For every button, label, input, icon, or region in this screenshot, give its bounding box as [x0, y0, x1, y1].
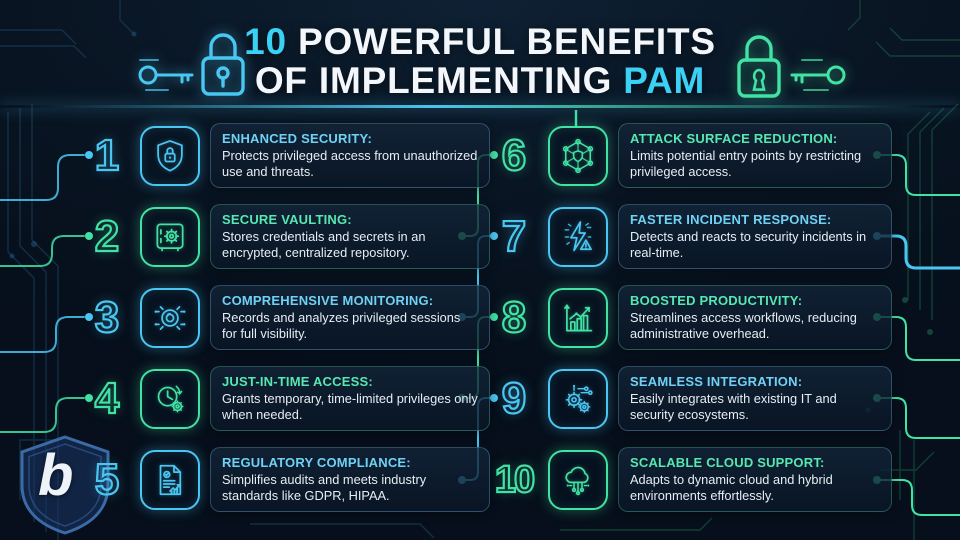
- benefit-title: REGULATORY COMPLIANCE:: [222, 454, 411, 470]
- benefit-description: Records and analyzes privileged sessions…: [222, 309, 461, 341]
- benefit-description: Detects and reacts to security incidents…: [630, 228, 867, 260]
- cloud-circuit-icon: [565, 466, 590, 495]
- benefit-description: Simplifies audits and meets industry sta…: [222, 471, 427, 503]
- monitoring-lens-icon: [154, 305, 186, 330]
- benefit-number: 8: [501, 292, 528, 342]
- benefit-card: ATTACK SURFACE REDUCTION: Limits potenti…: [618, 122, 892, 189]
- benefit-item-9: 9 SEAMLESS INTEGRATION: Easily integrate…: [486, 358, 892, 439]
- vault-icon: [156, 222, 184, 251]
- growth-chart-icon: [564, 303, 593, 332]
- benefit-number: 2: [94, 211, 121, 261]
- benefit-description: Protects privileged access from unauthor…: [222, 147, 478, 179]
- key-icon: [138, 59, 194, 91]
- benefit-description: Easily integrates with existing IT and s…: [630, 390, 837, 422]
- incident-bolt-icon: [564, 220, 592, 251]
- benefit-item-10: 10 SCALABLE CLOUD SUPPORT: Adapts to dyn…: [486, 439, 892, 520]
- gears-integration-icon: [565, 384, 593, 413]
- benefit-icon-frame: [548, 449, 608, 510]
- benefit-icon-frame: [548, 206, 608, 267]
- benefit-item-3: 3 COMPREHENSIVE MONITORING: Records and …: [80, 277, 490, 358]
- benefit-item-6: 6 ATTACK SURFACE REDUCTION: Limits poten…: [486, 115, 892, 196]
- benefit-icon-frame: [140, 206, 200, 267]
- title-accent-count: 10: [244, 21, 287, 62]
- benefit-card: JUST-IN-TIME ACCESS: Grants temporary, t…: [210, 365, 490, 432]
- benefit-number: 10: [494, 458, 536, 501]
- benefits-column-right: 6 ATTACK SURFACE REDUCTION: Limits poten…: [486, 115, 892, 520]
- benefit-title: ATTACK SURFACE REDUCTION:: [630, 130, 838, 146]
- benefit-card: COMPREHENSIVE MONITORING: Records and an…: [210, 284, 490, 351]
- title-line-1: 10 POWERFUL BENEFITS: [244, 21, 716, 62]
- benefit-title: ENHANCED SECURITY:: [222, 130, 372, 146]
- benefit-item-5: 5 REGULATORY COMPLIANCE: Simplifies audi…: [80, 439, 490, 520]
- benefit-title: COMPREHENSIVE MONITORING:: [222, 292, 434, 308]
- benefit-item-4: 4 JUST-IN-TIME ACCESS: Grants temporary,…: [80, 358, 490, 439]
- clock-gear-icon: [157, 385, 184, 413]
- benefit-number: 3: [94, 292, 121, 342]
- benefit-card: ENHANCED SECURITY: Protects privileged a…: [210, 122, 490, 189]
- benefit-card: SEAMLESS INTEGRATION: Easily integrates …: [618, 365, 892, 432]
- padlock-icon: [737, 35, 781, 98]
- benefit-title: SCALABLE CLOUD SUPPORT:: [630, 454, 825, 470]
- benefit-card: BOOSTED PRODUCTIVITY: Streamlines access…: [618, 284, 892, 351]
- benefit-title: FASTER INCIDENT RESPONSE:: [630, 211, 832, 227]
- benefit-number: 6: [501, 130, 528, 180]
- benefit-title: BOOSTED PRODUCTIVITY:: [630, 292, 803, 308]
- benefit-icon-frame: [140, 449, 200, 510]
- benefit-number: 1: [94, 130, 121, 180]
- benefit-icon-frame: [140, 368, 200, 429]
- benefit-number: 9: [501, 373, 528, 423]
- benefit-card: SCALABLE CLOUD SUPPORT: Adapts to dynami…: [618, 446, 892, 513]
- benefit-card: REGULATORY COMPLIANCE: Simplifies audits…: [210, 446, 490, 513]
- benefits-column-left: 1 ENHANCED SECURITY: Protects privileged…: [80, 115, 490, 520]
- page-title: 10 POWERFUL BENEFITS OF IMPLEMENTING PAM: [0, 22, 960, 100]
- benefit-item-2: 2 SECURE VAULTING: Stores credentials an…: [80, 196, 490, 277]
- benefit-card: FASTER INCIDENT RESPONSE: Detects and re…: [618, 203, 892, 270]
- benefit-icon-frame: [140, 125, 200, 186]
- benefit-icon-frame: [548, 125, 608, 186]
- benefit-number: 7: [501, 211, 528, 261]
- benefit-title: SEAMLESS INTEGRATION:: [630, 373, 803, 389]
- benefit-item-1: 1 ENHANCED SECURITY: Protects privileged…: [80, 115, 490, 196]
- benefit-description: Stores credentials and secrets in an enc…: [222, 228, 426, 260]
- benefit-item-7: 7 FASTER INCIDENT RESPONSE: Detects and …: [486, 196, 892, 277]
- network-shield-icon: [562, 138, 594, 173]
- benefit-number: 4: [94, 373, 121, 423]
- brand-letter: b: [38, 443, 74, 508]
- benefit-item-8: 8 BOOSTED PRODUCTIVITY: Streamlines acce…: [486, 277, 892, 358]
- key-icon: [790, 59, 846, 91]
- benefit-icon-frame: [140, 287, 200, 348]
- benefit-description: Limits potential entry points by restric…: [630, 147, 862, 179]
- benefit-description: Streamlines access workflows, reducing a…: [630, 309, 857, 341]
- benefit-description: Adapts to dynamic cloud and hybrid envir…: [630, 471, 833, 503]
- title-line-2: OF IMPLEMENTING PAM: [254, 60, 706, 102]
- benefit-icon-frame: [548, 368, 608, 429]
- title-accent-pam: PAM: [623, 60, 706, 102]
- benefit-card: SECURE VAULTING: Stores credentials and …: [210, 203, 490, 270]
- benefit-number: 5: [94, 454, 121, 504]
- title-divider-glow: [0, 105, 960, 108]
- benefit-title: SECURE VAULTING:: [222, 211, 352, 227]
- benefit-title: JUST-IN-TIME ACCESS:: [222, 373, 373, 389]
- shield-lock-icon: [157, 139, 183, 172]
- padlock-icon: [201, 33, 245, 96]
- compliance-doc-icon: [159, 464, 182, 495]
- benefit-description: Grants temporary, time-limited privilege…: [222, 390, 478, 422]
- benefit-icon-frame: [548, 287, 608, 348]
